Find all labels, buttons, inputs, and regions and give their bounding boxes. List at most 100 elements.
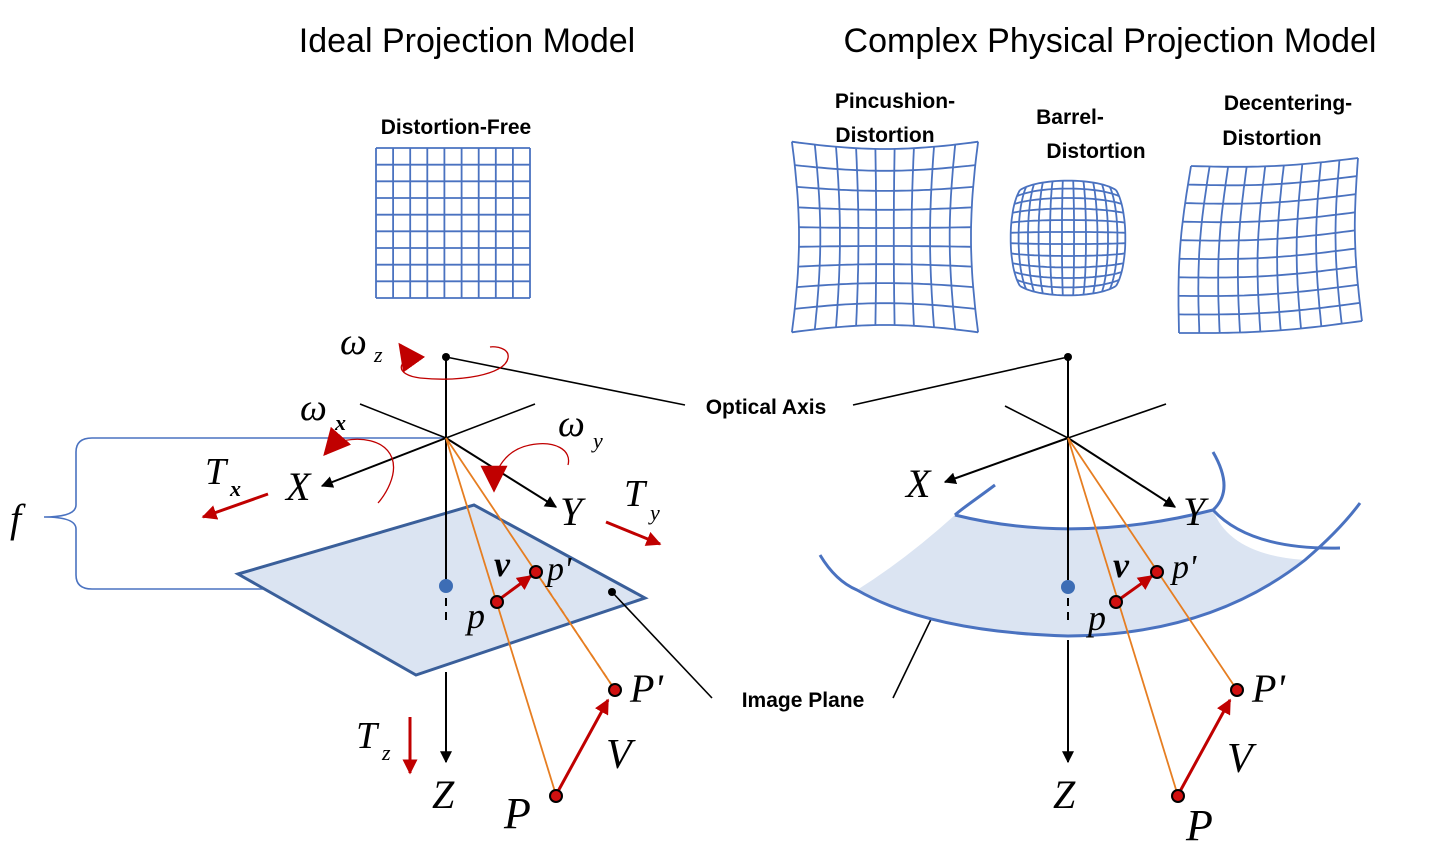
grid-line-horizontal: [1010, 230, 1126, 234]
grid-line-vertical: [1276, 165, 1285, 331]
left-point-p: [490, 595, 504, 609]
right-surface-left-edge-top: [953, 483, 996, 517]
focal-length-symbol: f: [10, 496, 26, 541]
omega-x-subscript: x: [334, 410, 346, 435]
left-v-vector: [496, 574, 533, 603]
grid-line-horizontal: [1178, 265, 1357, 279]
grid-line-vertical: [1237, 166, 1248, 333]
grid-line-vertical: [929, 146, 935, 328]
optical-axis-callout-right: [852, 356, 1069, 406]
right-P-label: P: [1185, 801, 1213, 850]
left-P-label: P: [503, 789, 531, 838]
grid-line-horizontal: [1019, 285, 1117, 297]
left-point-P-prime: [608, 683, 622, 697]
grid-line-vertical: [910, 148, 915, 326]
grid-line-vertical: [970, 141, 979, 333]
right-point-P: [1171, 789, 1185, 803]
grid-line-vertical: [1197, 166, 1211, 334]
right-Z-label: Z: [1053, 772, 1076, 817]
image-plane-label: Image Plane: [742, 689, 865, 712]
right-y-axis-arrow: [1067, 437, 1177, 508]
grid-line-vertical: [1082, 181, 1087, 295]
right-surface-top-edge: [954, 451, 1226, 531]
distortion-free-grid: [375, 147, 531, 299]
grid-line-vertical: [948, 144, 957, 330]
grid-line-vertical: [1256, 166, 1267, 332]
grid-line-horizontal: [1190, 157, 1359, 168]
pincushion-label-line1: Pincushion-: [835, 90, 955, 113]
grid-line-vertical: [1092, 182, 1099, 294]
left-Y-label: Y: [560, 489, 586, 534]
decentering-grid: [1177, 157, 1363, 334]
grid-line-horizontal: [796, 186, 974, 192]
left-P-prime-label: P': [629, 666, 664, 711]
left-x-axis-back: [359, 403, 447, 439]
grid-line-vertical: [855, 148, 860, 326]
right-point-p-prime: [1150, 565, 1164, 579]
barrel-label-line1: Barrel-: [1036, 106, 1104, 129]
right-p-prime-label: p': [1170, 549, 1197, 586]
grid-line-horizontal: [1180, 229, 1356, 242]
omega-y-symbol: ω: [558, 403, 585, 445]
barrel-label-line2: Distortion: [1046, 140, 1145, 163]
grid-line-horizontal: [1010, 242, 1126, 246]
grid-line-vertical: [1217, 166, 1229, 333]
grid-line-vertical: [1027, 184, 1035, 292]
grid-line-vertical: [1060, 180, 1064, 296]
right-V-vector: [1176, 698, 1232, 796]
left-ray-dashed: [535, 571, 616, 691]
grid-line-horizontal: [1016, 187, 1120, 198]
grid-line-horizontal: [798, 245, 972, 248]
left-Z-label: Z: [432, 772, 455, 817]
distortion-free-label: Distortion-Free: [381, 116, 532, 139]
right-principal-point: [1061, 580, 1075, 594]
T-y-arrow: [605, 520, 662, 546]
left-y-axis-arrow: [445, 437, 558, 508]
grid-line-vertical: [1115, 189, 1127, 287]
grid-line-vertical: [1315, 162, 1323, 327]
right-surface-bottom-edge: [818, 502, 1362, 638]
grid-line-vertical: [1101, 184, 1109, 292]
T-z-symbol: T: [356, 715, 380, 757]
grid-line-horizontal: [1011, 219, 1125, 224]
barrel-grid: [1009, 179, 1127, 297]
left-ray-P: [445, 437, 557, 796]
right-x-axis-back: [1004, 405, 1069, 439]
grid-line-vertical: [1334, 160, 1343, 324]
T-x-symbol: T: [205, 451, 229, 493]
right-ray-P: [1067, 437, 1179, 797]
omega-y-subscript: y: [591, 428, 603, 453]
right-V-label: V: [1227, 736, 1257, 782]
grid-line-vertical: [1177, 165, 1192, 334]
omega-z-arrowhead: [398, 342, 426, 373]
grid-line-vertical: [892, 148, 896, 326]
T-y-subscript: y: [648, 500, 660, 525]
right-x-axis-arrow: [943, 437, 1069, 485]
grid-line-horizontal: [798, 226, 972, 229]
grid-line-horizontal: [794, 302, 976, 310]
right-Y-label: Y: [1183, 489, 1209, 534]
grid-line-vertical: [1009, 189, 1021, 287]
optical-axis-label: Optical Axis: [706, 396, 827, 419]
T-z-subscript: z: [381, 740, 391, 765]
right-title: Complex Physical Projection Model: [844, 22, 1377, 60]
left-v-label: v: [494, 544, 511, 584]
grid-line-horizontal: [1016, 278, 1120, 289]
T-x-arrow: [201, 492, 269, 520]
left-point-P: [549, 789, 563, 803]
right-P-prime-label: P': [1251, 666, 1286, 711]
grid-line-vertical: [1353, 157, 1363, 322]
grid-line-horizontal: [1179, 247, 1356, 260]
left-principal-point: [439, 579, 453, 593]
omega-x-symbol: ω: [300, 387, 327, 429]
optical-axis-callout-left: [445, 356, 686, 406]
grid-line-horizontal: [1012, 207, 1124, 214]
grid-line-horizontal: [1019, 179, 1117, 191]
omega-z-rotation: [400, 346, 509, 380]
grid-line-vertical: [874, 148, 878, 326]
grid-line-vertical: [813, 144, 822, 330]
omega-y-rotation: [493, 443, 570, 486]
right-X-label: X: [904, 461, 932, 506]
decentering-label-line1: Decentering-: [1224, 92, 1352, 115]
grid-line-vertical: [1072, 180, 1076, 296]
